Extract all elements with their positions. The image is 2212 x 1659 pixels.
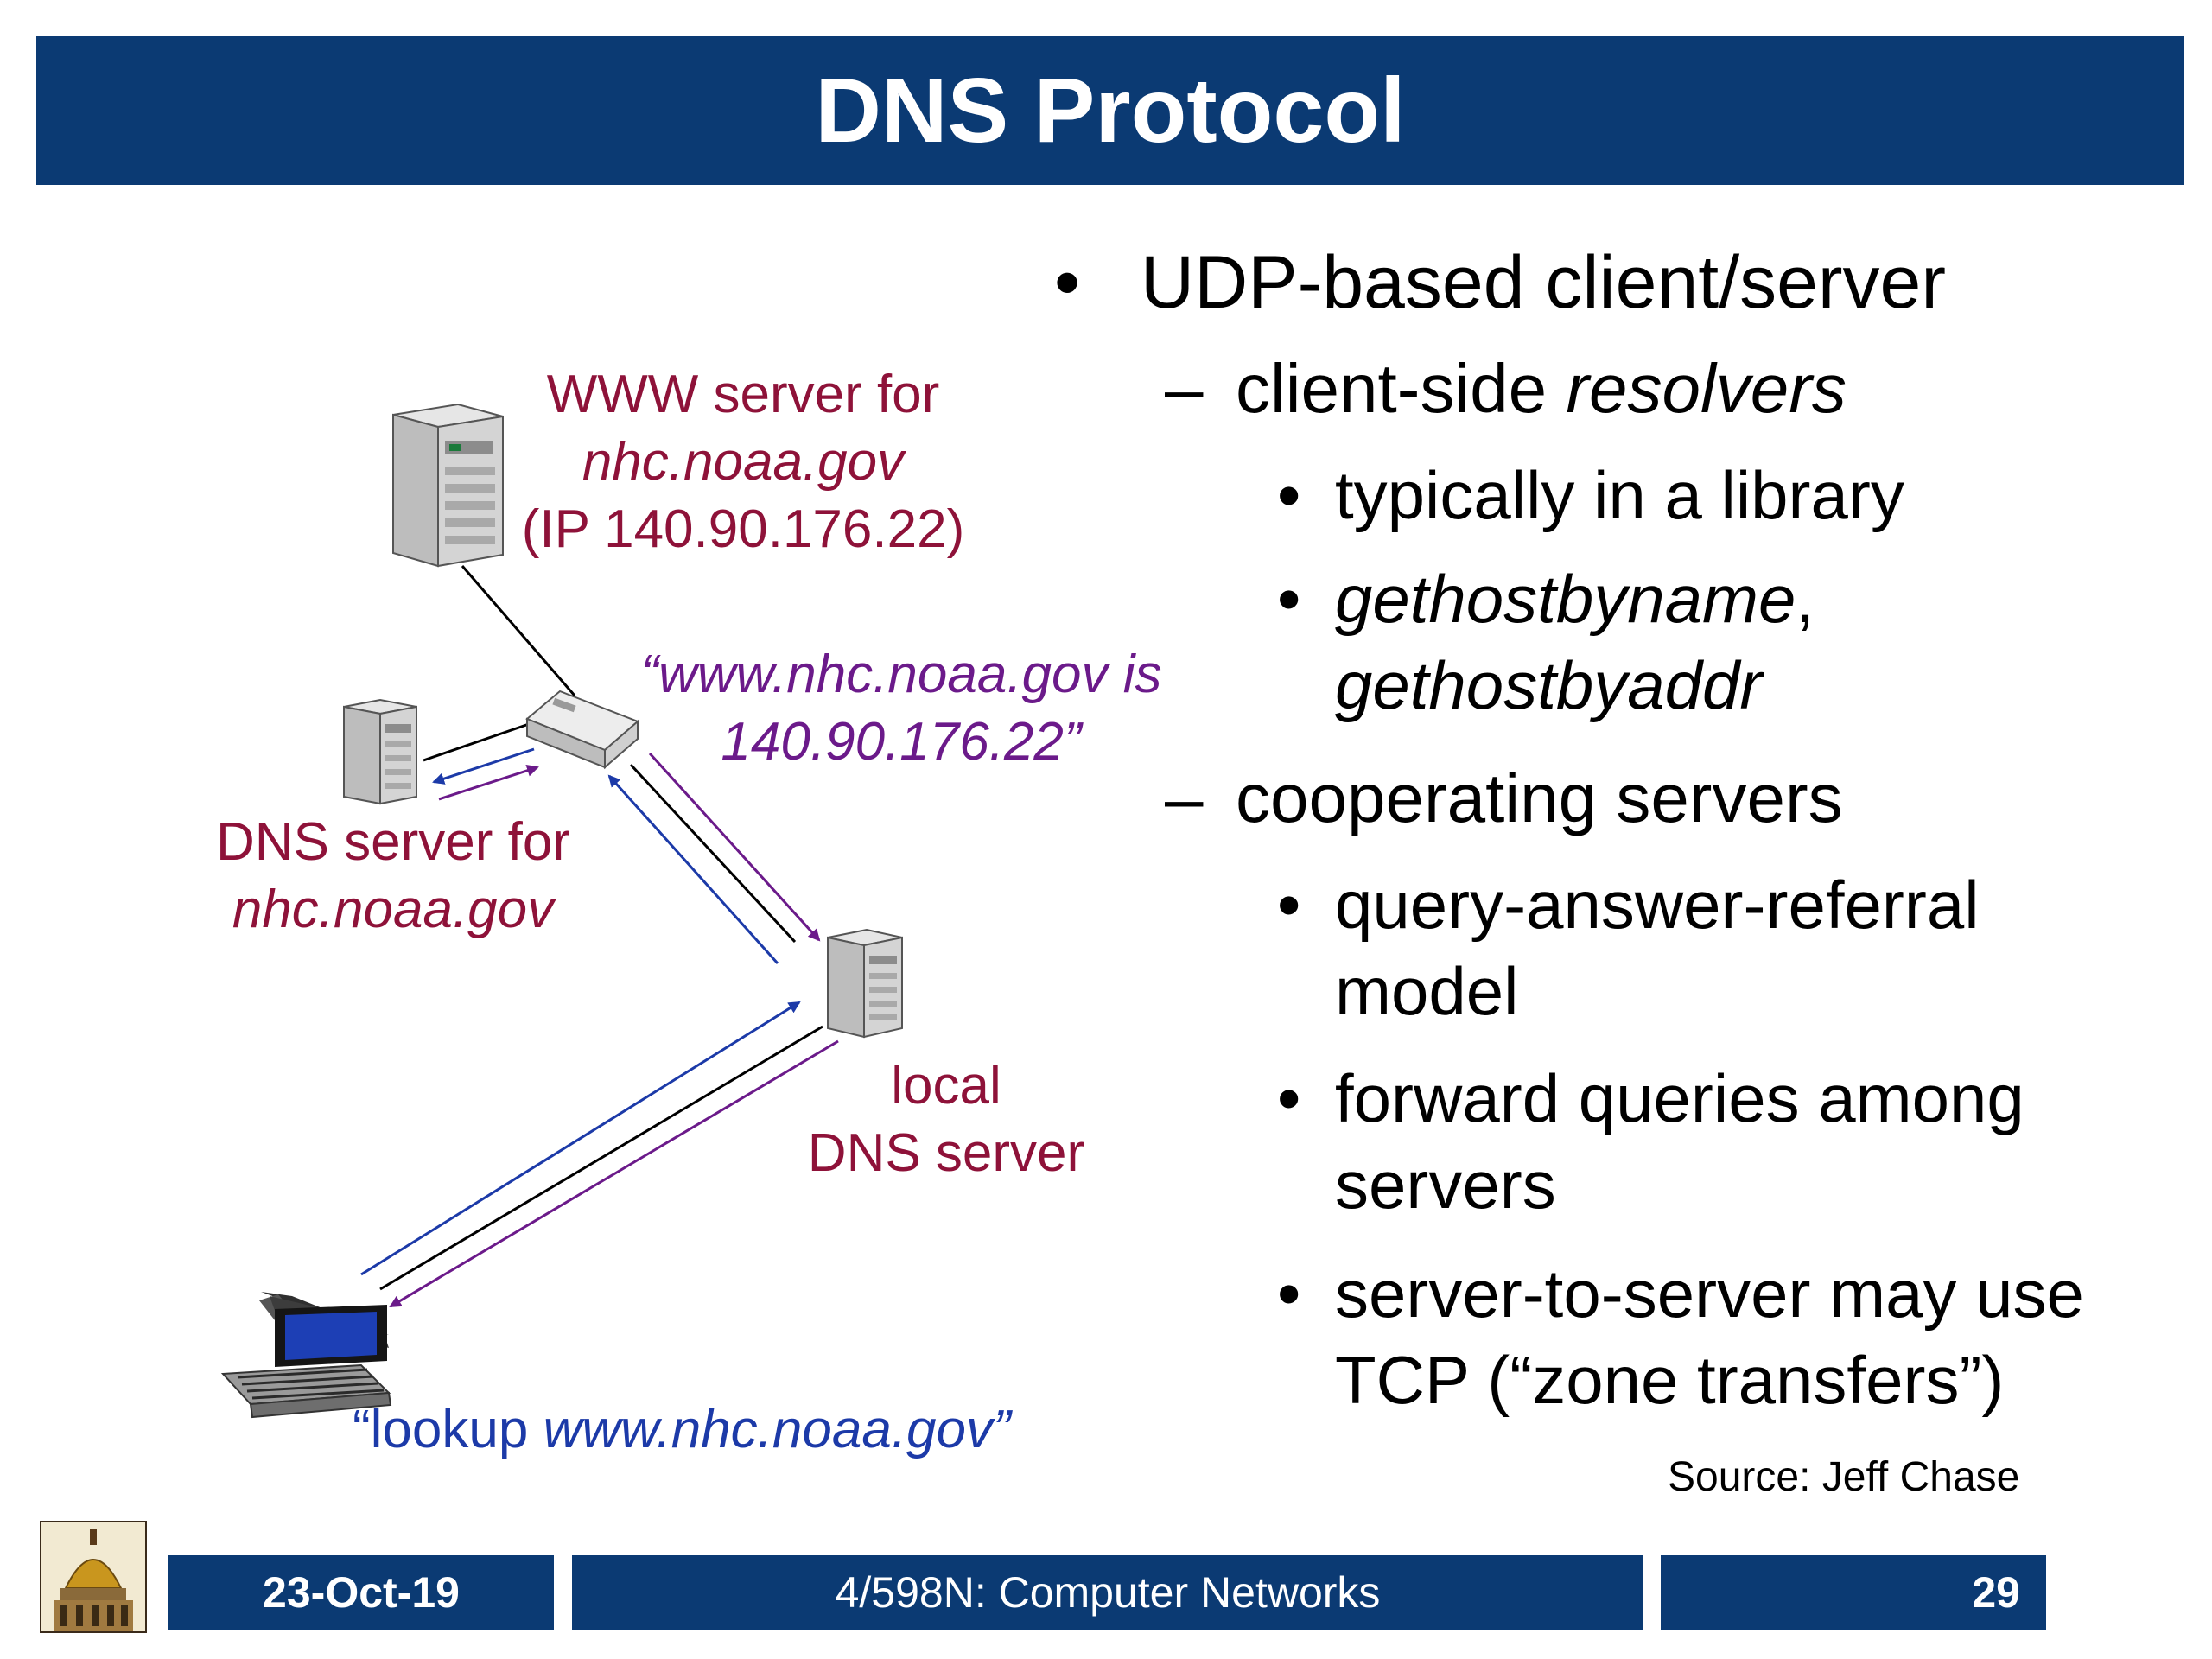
bullet-server-to-server-2: TCP (“zone transfers”)	[1335, 1342, 2005, 1418]
www-server-label-line3: (IP 140.90.176.22)	[521, 499, 965, 559]
source-credit: Source: Jeff Chase	[1668, 1454, 2020, 1500]
bullet-gethostbyname: gethostbyname,	[1335, 560, 1815, 639]
link-www-router	[461, 565, 576, 696]
dns-server-label: DNS server for nhc.noaa.gov	[199, 809, 588, 944]
link-router-local	[629, 763, 797, 944]
server-tower-icon	[392, 403, 504, 568]
footer-date: 23-Oct-19	[263, 1568, 460, 1617]
www-server-label: WWW server for nhc.noaa.gov (IP 140.90.1…	[501, 361, 985, 563]
www-server-label-line1: WWW server for	[546, 365, 940, 424]
arrow-local-to-router	[607, 774, 779, 965]
server-tower-icon	[827, 928, 903, 1039]
answer-label-line1: “www.nhc.noaa.gov is	[640, 645, 1162, 704]
arrow-dns-reply	[432, 747, 535, 785]
gethostbyname-comma: ,	[1796, 561, 1815, 637]
dns-diagram	[220, 403, 903, 1419]
lookup-label-prefix: “lookup	[353, 1400, 543, 1459]
university-logo	[40, 1521, 147, 1633]
bullet-forward-2: servers	[1335, 1147, 1556, 1223]
answer-label: “www.nhc.noaa.gov is 140.90.176.22”	[620, 641, 1182, 776]
arrow-dns-query	[438, 765, 539, 801]
bullet-client-side-text: client-side	[1236, 350, 1567, 427]
slide-title: DNS Protocol	[815, 59, 1406, 162]
dns-server-label-line2: nhc.noaa.gov	[232, 880, 555, 939]
dash-marker: –	[1165, 350, 1204, 427]
arrow-laptop-to-local	[360, 1001, 801, 1276]
footer-date-box: 23-Oct-19	[168, 1555, 554, 1630]
arrow-router-to-local	[648, 752, 821, 942]
bullet-marker: •	[1277, 561, 1301, 637]
bullet-marker: •	[1277, 1060, 1301, 1136]
bullet-server-to-server-1: server-to-server may use	[1335, 1255, 2084, 1332]
bullet-marker: •	[1277, 457, 1301, 533]
bullet-library: typically in a library	[1335, 457, 1904, 533]
router-icon	[525, 690, 639, 770]
bullet-marker: •	[1054, 241, 1081, 324]
bullet-gethostbyaddr: gethostbyaddr	[1335, 647, 1763, 723]
bullet-cooperating: cooperating servers	[1236, 760, 1843, 836]
bullet-resolvers-em: resolvers	[1566, 350, 1847, 427]
footer-page-number: 29	[1972, 1568, 2020, 1617]
dns-server-label-line1: DNS server for	[216, 812, 570, 872]
bullet-client-side: client-side resolvers	[1236, 349, 1847, 429]
bullet-marker: •	[1277, 867, 1301, 943]
bullet-marker: •	[1277, 1255, 1301, 1332]
local-dns-label: local DNS server	[778, 1052, 1115, 1187]
local-dns-label-line2: DNS server	[807, 1123, 1085, 1183]
title-bar: DNS Protocol	[36, 36, 2184, 185]
lookup-label-host: www.nhc.noaa.gov”	[543, 1400, 1011, 1459]
bullet-query-answer-2: model	[1335, 953, 1519, 1029]
dash-marker: –	[1165, 760, 1204, 836]
bullet-udp: UDP-based client/server	[1141, 241, 1947, 324]
server-tower-icon	[343, 698, 417, 805]
footer-page-box: 29	[1661, 1555, 2046, 1630]
link-dns-router	[423, 722, 530, 762]
link-laptop-local	[379, 1025, 823, 1291]
arrow-local-to-laptop	[389, 1039, 839, 1308]
lookup-label: “lookup www.nhc.noaa.gov”	[353, 1396, 1011, 1464]
footer-course-box: 4/598N: Computer Networks	[572, 1555, 1643, 1630]
bullet-forward-1: forward queries among	[1335, 1060, 2024, 1136]
golden-dome-icon	[41, 1522, 145, 1631]
footer-course: 4/598N: Computer Networks	[835, 1568, 1381, 1617]
bullet-query-answer-1: query-answer-referral	[1335, 867, 1980, 943]
laptop-icon	[220, 1292, 392, 1419]
answer-label-line2: 140.90.176.22”	[721, 712, 1082, 772]
www-server-label-line2: nhc.noaa.gov	[582, 432, 905, 492]
local-dns-label-line1: local	[891, 1056, 1001, 1116]
gethostbyname-em: gethostbyname	[1335, 561, 1796, 637]
